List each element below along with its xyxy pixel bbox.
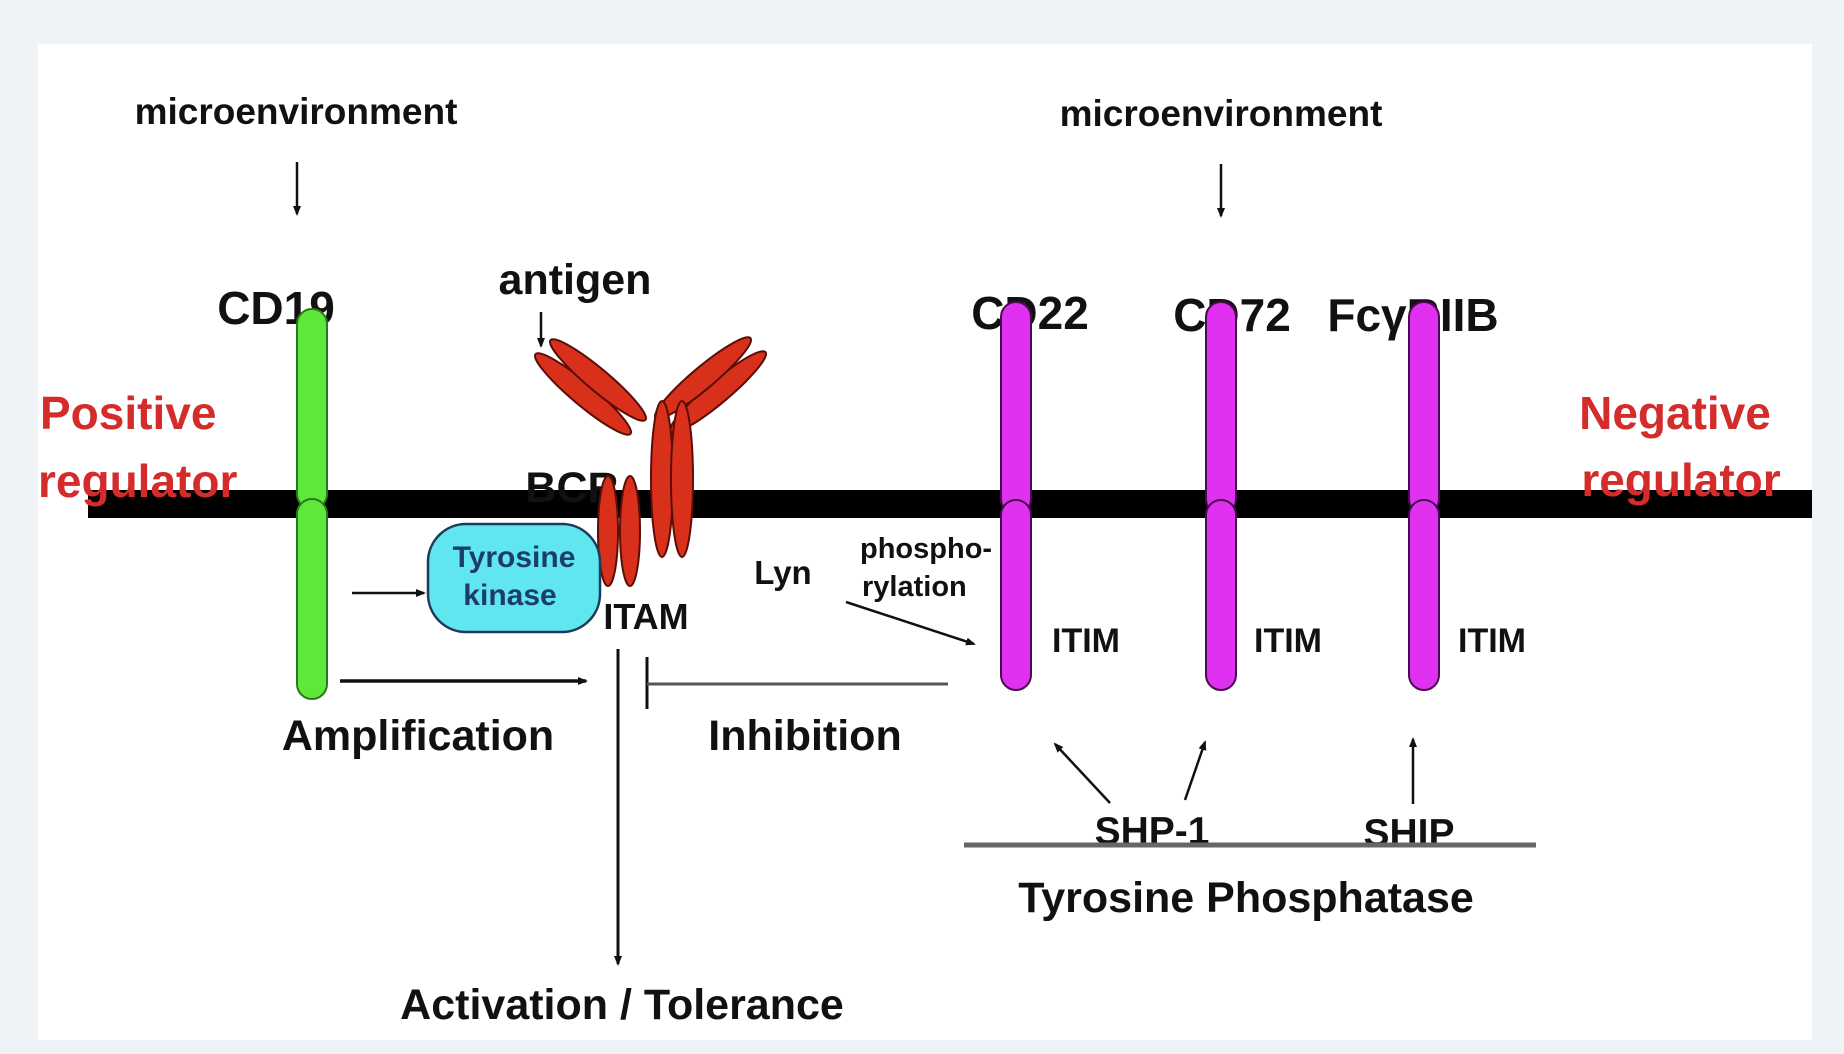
tyrosine-kinase-label-line2: kinase <box>463 579 556 612</box>
cd72-receptor <box>1205 301 1237 691</box>
negative-regulator-label-line2: regulator <box>1581 454 1780 506</box>
negative-regulator-label-line1: Negative <box>1579 387 1771 439</box>
diagram-panel: microenvironment microenvironment CD19 P… <box>38 44 1812 1040</box>
shp1-to-cd22-arrow <box>1053 742 1111 804</box>
phosphorylation-label-line2: rylation <box>862 571 967 603</box>
antigen-label: antigen <box>499 256 652 304</box>
lyn-label: Lyn <box>754 554 811 591</box>
inhibition-label: Inhibition <box>708 712 901 760</box>
tyrosine-kinase: Tyrosine kinase <box>426 522 602 634</box>
itim-label-cd72: ITIM <box>1254 622 1322 660</box>
phosphorylation-arrow <box>845 600 976 646</box>
microenvironment-right-label: microenvironment <box>1060 93 1383 134</box>
positive-regulator-label-line1: Positive <box>40 387 216 439</box>
phosphorylation-label-line1: phospho- <box>860 533 992 565</box>
microenvironment-left-label: microenvironment <box>135 91 458 132</box>
bcr-antibody <box>533 336 768 587</box>
tyrosine-kinase-label-line1: Tyrosine <box>453 541 576 574</box>
ship-label: SHIP <box>1363 812 1454 855</box>
itam-label: ITAM <box>603 596 688 637</box>
cell-membrane <box>88 490 1812 518</box>
amplification-label: Amplification <box>282 712 554 760</box>
tyrosine-phosphatase-label: Tyrosine Phosphatase <box>1018 874 1474 922</box>
itim-label-fcgriib: ITIM <box>1458 622 1526 660</box>
activation-tolerance-label: Activation / Tolerance <box>400 981 844 1029</box>
shp1-to-cd72-arrow <box>1183 740 1207 801</box>
fcgriib-receptor <box>1408 301 1440 691</box>
bcr-signaling-diagram: microenvironment microenvironment CD19 P… <box>38 91 1812 1029</box>
cd19-receptor <box>296 308 328 700</box>
cd22-receptor <box>1000 301 1032 691</box>
itim-label-cd22: ITIM <box>1052 622 1120 660</box>
positive-regulator-label-line2: regulator <box>38 455 237 507</box>
